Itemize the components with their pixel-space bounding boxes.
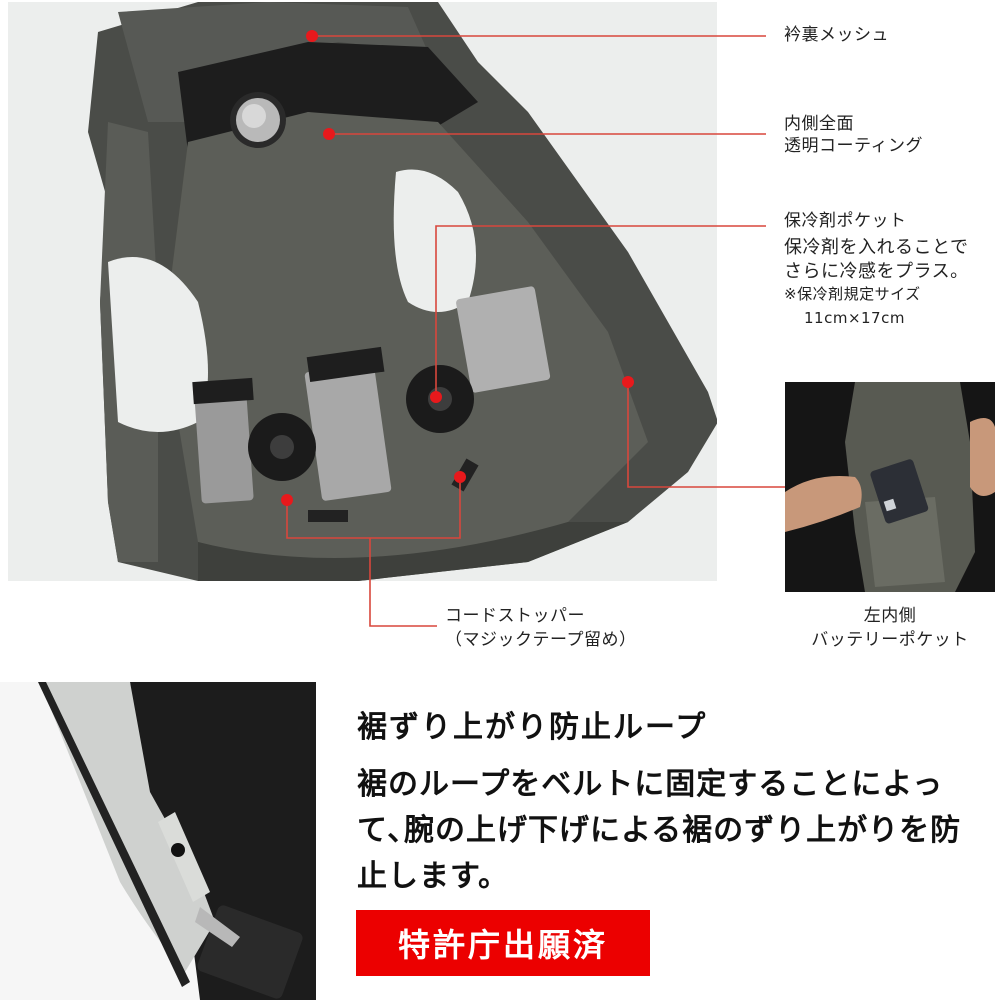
vest-illustration (88, 2, 717, 581)
inner-coating-line-2: 透明コーティング (784, 136, 923, 156)
cooling-pocket-note: ※保冷剤規定サイズ (784, 285, 921, 303)
cooling-pocket-line-1: 保冷剤を入れることで (784, 237, 969, 258)
callout-label-cord-stopper: コードストッパー （マジックテープ留め） (445, 604, 636, 652)
hem-loop-photo (0, 682, 316, 1000)
battery-pocket-illustration (785, 382, 995, 592)
patent-pending-badge: 特許庁出願済 (356, 910, 650, 976)
main-product-photo (8, 2, 717, 581)
feature-description: 裾のループをベルトに固定することによっ て､腕の上げ下げによる裾のずり上がりを防… (357, 762, 1002, 900)
battery-pocket-photo (785, 382, 995, 592)
inner-coating-line-1: 内側全面 (784, 114, 854, 134)
feature-description-line-3: 止します。 (357, 859, 509, 894)
cooling-pocket-title: 保冷剤ポケット (784, 211, 907, 231)
callout-label-inner-coating: 内側全面 透明コーティング (784, 113, 923, 157)
callout-label-cooling-pocket: 保冷剤ポケット 保冷剤を入れることで さらに冷感をプラス。 ※保冷剤規定サイズ … (784, 210, 969, 328)
hem-loop-illustration (0, 682, 316, 1000)
callout-label-battery-pocket: 左内側 バッテリーポケット (785, 604, 995, 652)
feature-title: 裾ずり上がり防止ループ (357, 710, 708, 745)
cord-stopper-line-1: コードストッパー (445, 606, 585, 626)
callout-label-collar-mesh: 衿裏メッシュ (784, 24, 889, 46)
battery-pocket-line-2: バッテリーポケット (811, 630, 969, 650)
cooling-pocket-line-2: さらに冷感をプラス。 (784, 261, 969, 282)
feature-description-line-2: て､腕の上げ下げによる裾のずり上がりを防 (357, 813, 962, 848)
cord-stopper-line-2: （マジックテープ留め） (445, 630, 637, 650)
collar-mesh-text: 衿裏メッシュ (784, 25, 889, 45)
cooling-pocket-size: 11cm×17cm (804, 309, 905, 327)
feature-description-line-1: 裾のループをベルトに固定することによっ (357, 767, 944, 802)
battery-pocket-line-1: 左内側 (863, 606, 917, 626)
